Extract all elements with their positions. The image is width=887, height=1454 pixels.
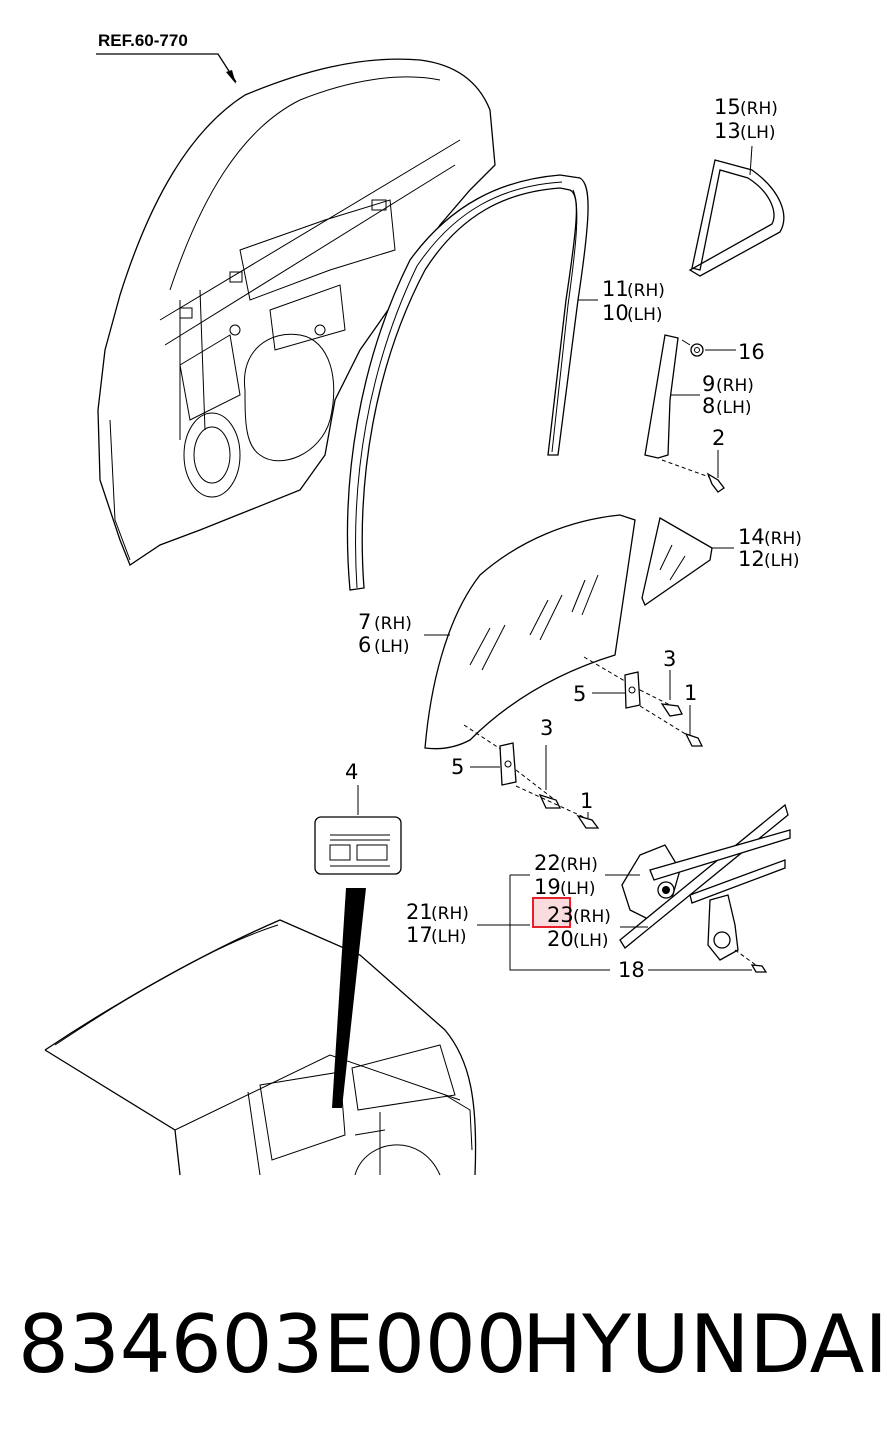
callout-8: 8 <box>702 394 715 418</box>
callout-11: 11 <box>602 277 629 301</box>
callout-16: 16 <box>738 340 765 364</box>
callout-13-side: (LH) <box>740 123 776 143</box>
callout-7-side: (RH) <box>374 614 412 634</box>
callout-13: 13 <box>714 119 741 143</box>
glass-holder-upper <box>583 656 704 747</box>
reference-leader <box>96 53 237 83</box>
reference-arrowhead <box>226 70 236 84</box>
callout-21: 21 <box>406 900 433 924</box>
callout-17: 17 <box>406 923 433 947</box>
callout-3-lower: 3 <box>540 716 553 740</box>
callout-9: 9 <box>702 372 715 396</box>
callout-21-side: (RH) <box>431 904 469 924</box>
part-number: 834603E000 <box>18 1298 527 1391</box>
window-regulator <box>619 803 791 973</box>
callout-22-side: (RH) <box>560 855 598 875</box>
callout-15-side: (RH) <box>740 99 778 119</box>
callout-19: 19 <box>534 875 561 899</box>
glass-reflections <box>469 574 599 671</box>
callouts: 15 (RH) 13 (LH) 11 (RH) 10 (LH) 16 9 (RH… <box>345 95 802 982</box>
callout-5-lower: 5 <box>451 755 464 779</box>
callout-14-side: (RH) <box>764 529 802 549</box>
callout-9-side: (RH) <box>716 376 754 396</box>
reference-label: REF.60-770 <box>98 31 188 50</box>
caution-label-part <box>314 816 402 875</box>
label-pointer <box>332 888 366 1108</box>
callout-20-side: (LH) <box>573 931 609 951</box>
callout-7: 7 <box>358 610 371 634</box>
callout-15: 15 <box>714 95 741 119</box>
callout-6-side: (LH) <box>374 637 410 657</box>
callout-6: 6 <box>358 633 371 657</box>
callout-11-side: (RH) <box>627 281 665 301</box>
callout-10: 10 <box>602 301 629 325</box>
callout-12: 12 <box>738 547 765 571</box>
door-inner-panel <box>97 58 496 566</box>
callout-23-highlight <box>532 897 571 928</box>
callout-10-side: (LH) <box>627 305 663 325</box>
rear-channel <box>644 334 679 459</box>
callout-23: 23 <box>547 903 574 927</box>
callout-2: 2 <box>712 426 725 450</box>
callout-12-side: (LH) <box>764 551 800 571</box>
callout-5-upper: 5 <box>573 682 586 706</box>
nut-16 <box>690 343 704 357</box>
callout-4: 4 <box>345 760 358 784</box>
quarter-glass <box>641 516 713 606</box>
screw-2 <box>661 459 725 493</box>
door-frame-channel <box>346 174 589 591</box>
leader-lines <box>357 145 753 971</box>
callout-8-side: (LH) <box>716 398 752 418</box>
quarter-glass-channel <box>688 159 785 277</box>
brand-name: HYUNDAI <box>522 1298 887 1391</box>
callout-18: 18 <box>618 958 645 982</box>
callout-17-side: (LH) <box>431 927 467 947</box>
door-glass <box>424 514 636 750</box>
callout-23-side: (RH) <box>573 907 611 927</box>
callout-19-side: (LH) <box>560 879 596 899</box>
callout-1-lower: 1 <box>580 789 593 813</box>
glass-holder-lower <box>463 724 600 829</box>
vehicle-outline <box>44 919 477 1176</box>
callout-22: 22 <box>534 851 561 875</box>
callout-14: 14 <box>738 525 765 549</box>
callout-3-upper: 3 <box>663 647 676 671</box>
callout-20: 20 <box>547 927 574 951</box>
callout-1-upper: 1 <box>684 681 697 705</box>
